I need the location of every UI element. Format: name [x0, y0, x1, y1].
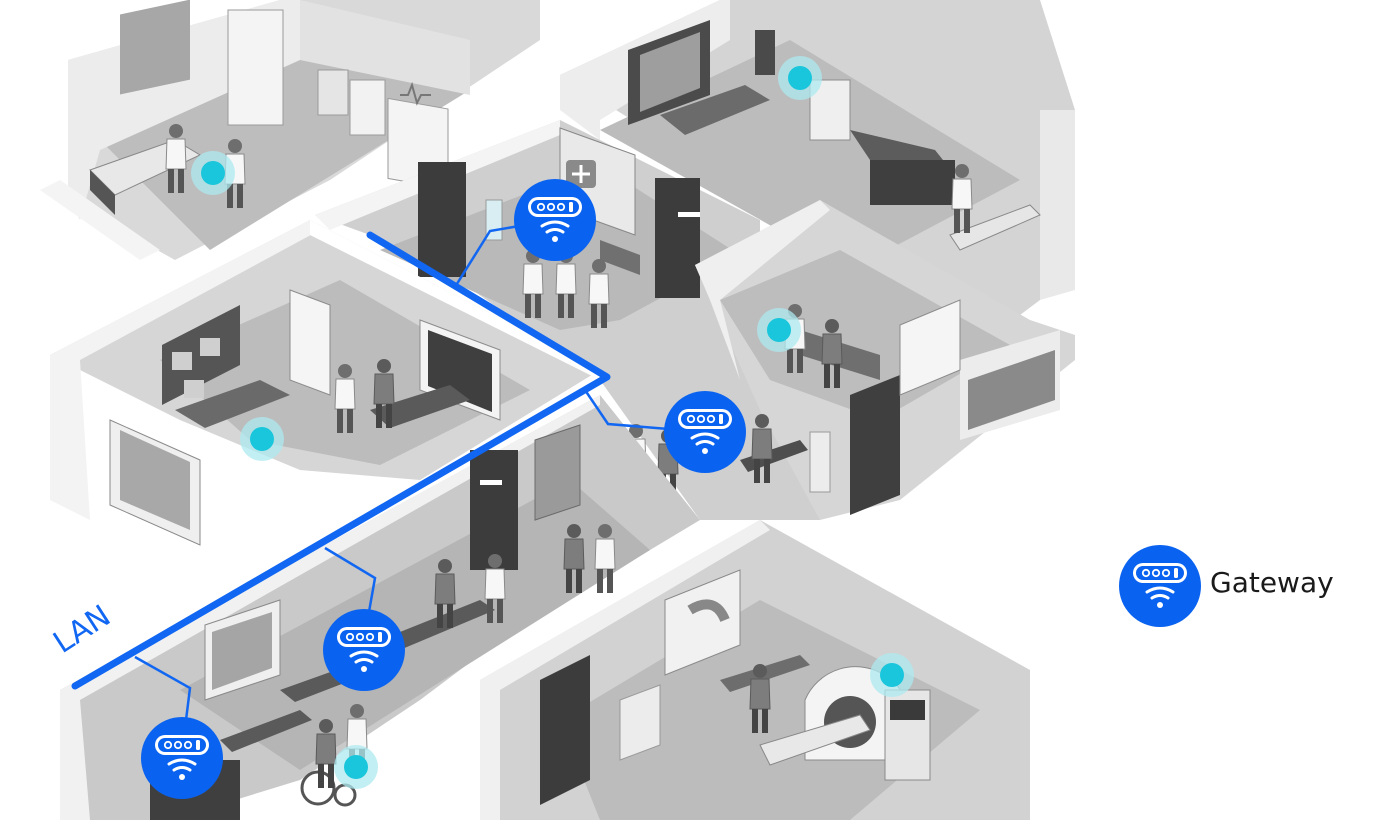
lan-label: LAN	[47, 598, 117, 660]
gateway-icon	[139, 715, 225, 801]
room-mri-bottom	[480, 520, 1030, 820]
gateway-icon	[662, 389, 748, 475]
sensor-icon	[334, 745, 378, 789]
gateway-icon	[321, 607, 407, 693]
legend-label: Gateway	[1210, 566, 1334, 599]
sensor-icon	[757, 308, 801, 352]
gateway-icon	[1118, 544, 1202, 628]
sensor-icon	[191, 151, 235, 195]
gateway-icon	[512, 177, 598, 263]
sensor-icon	[240, 417, 284, 461]
lan-backbone	[71, 231, 611, 690]
room-patient-top-left	[40, 0, 540, 260]
room-office-top-right	[560, 0, 1075, 330]
legend: Gateway	[1118, 544, 1358, 628]
room-consultation-middle-right	[695, 200, 1075, 520]
sensor-icon	[870, 653, 914, 697]
sensor-icon	[778, 56, 822, 100]
